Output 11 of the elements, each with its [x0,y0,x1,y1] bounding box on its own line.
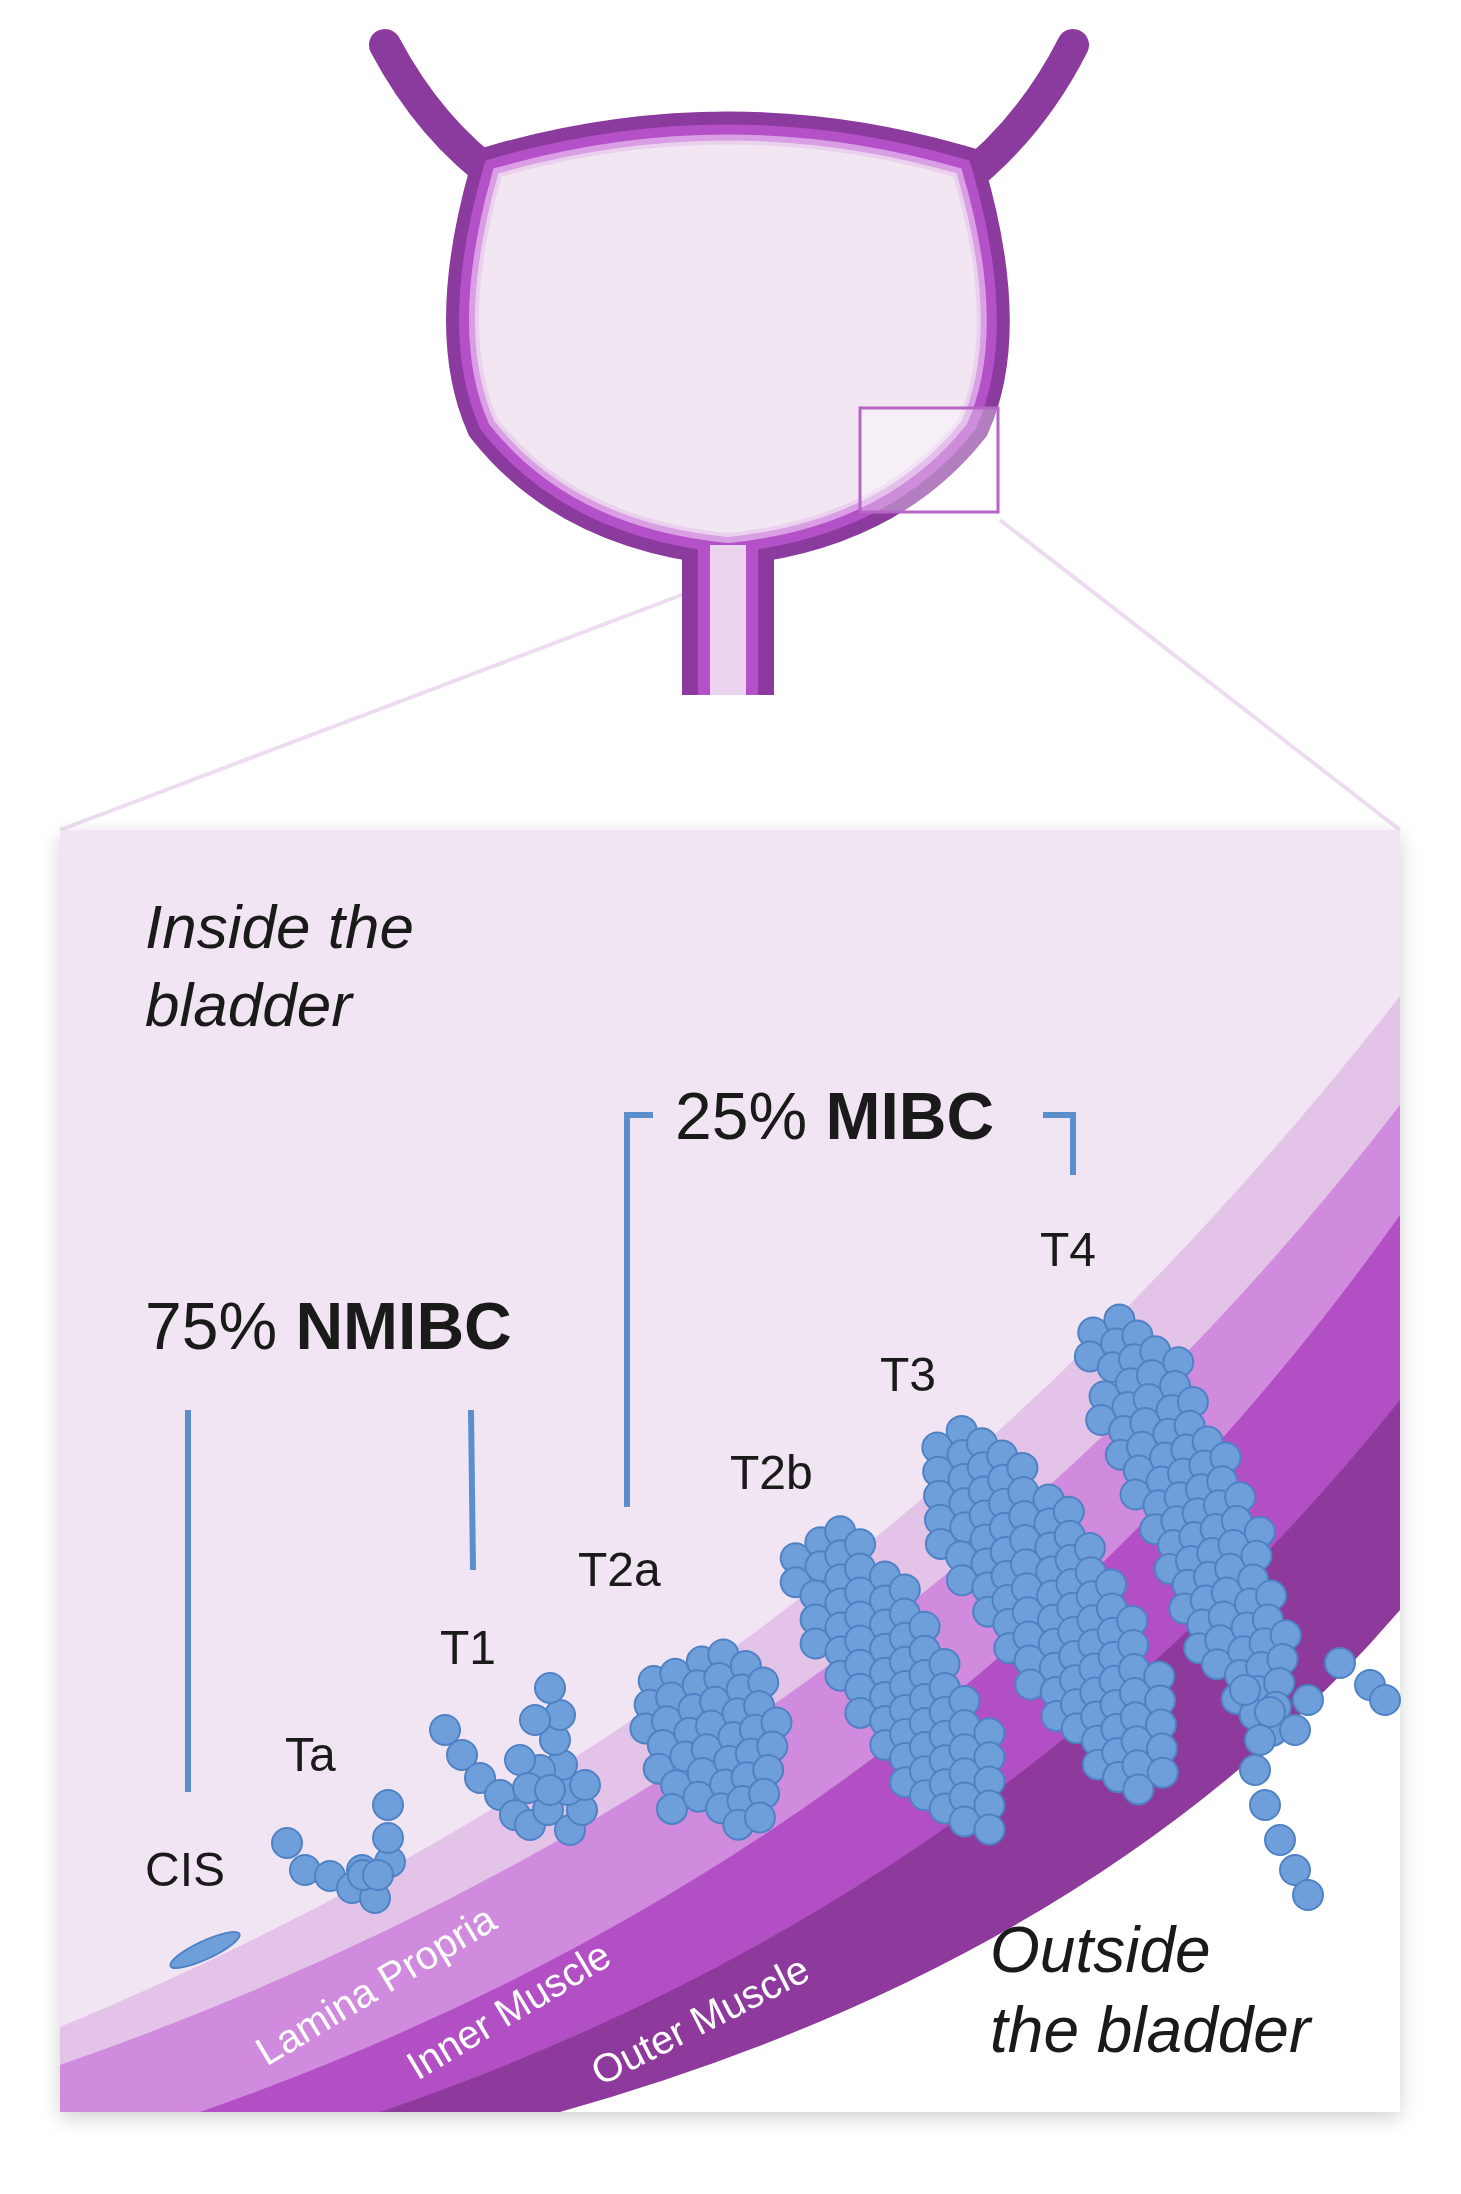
stage-label: CIS [145,1842,225,1898]
heading-text: Inside the bladder [145,891,415,1041]
group-label: 25% MIBC [675,1078,995,1155]
stage-label: T1 [440,1620,496,1676]
stage-label: Ta [285,1727,336,1783]
stage-label: T2b [730,1445,813,1501]
stage-label: T2a [578,1542,661,1598]
stage-label: T3 [880,1347,936,1403]
group-label: 75% NMIBC [145,1288,512,1365]
footer-text: Outside the bladder [990,1913,1313,2068]
stage-label: T4 [1040,1222,1096,1278]
